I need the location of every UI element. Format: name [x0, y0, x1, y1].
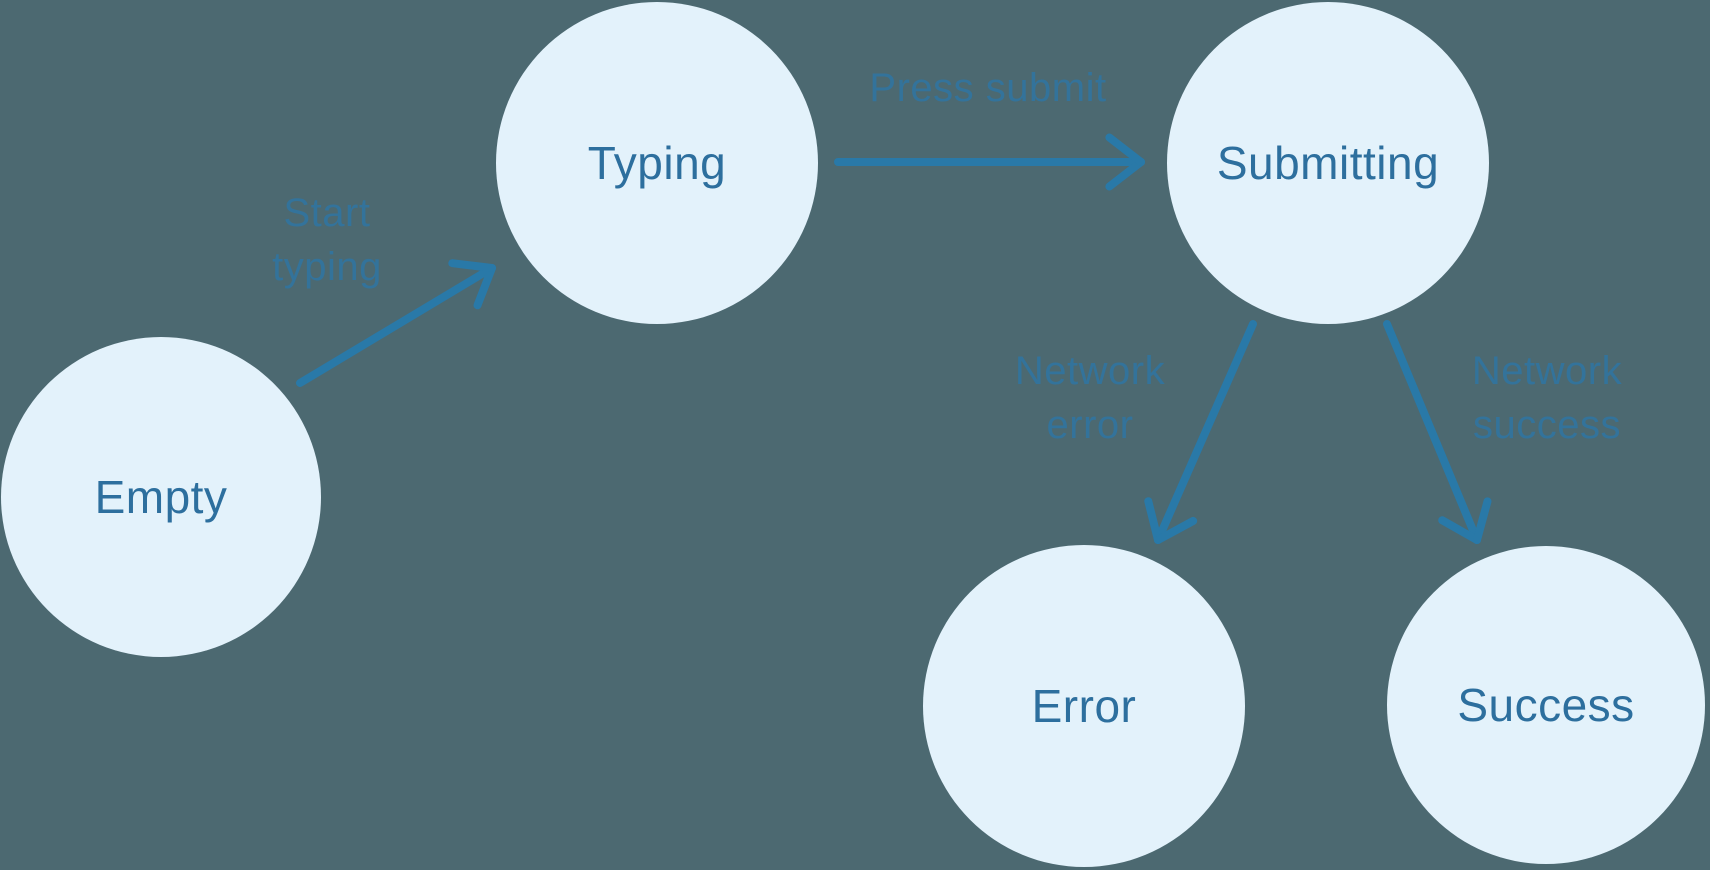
state-node-error: Error [923, 545, 1245, 867]
transition-label-line: success [1472, 403, 1621, 447]
arrowhead-wing [1154, 516, 1198, 544]
arrowhead-wing [1105, 133, 1145, 166]
transition-label-line: Network [1471, 349, 1623, 393]
state-node-submitting: Submitting [1167, 2, 1489, 324]
state-node-empty: Empty [1, 337, 321, 657]
arrowhead-wing [1144, 497, 1162, 544]
transition-label-start-typing: Start typing [272, 186, 382, 294]
arrow-shaft [1383, 320, 1481, 544]
state-node-success: Success [1387, 546, 1705, 864]
state-label-submitting: Submitting [1216, 137, 1440, 189]
transition-label-line: typing [272, 245, 382, 289]
state-label-error: Error [1031, 680, 1137, 732]
arrowhead-wing [1473, 497, 1492, 544]
transition-label-line: Press submit [869, 66, 1107, 110]
arrowhead-wing [1105, 158, 1145, 191]
state-node-typing: Typing [496, 2, 818, 324]
transition-label-line: Start [283, 191, 371, 235]
arrow-shaft [1154, 320, 1257, 544]
arrowhead-wing [448, 259, 496, 272]
transition-arrow-press-submit [834, 133, 1145, 191]
transition-label-line: Network [1014, 349, 1166, 393]
transition-label-line: error [1046, 403, 1134, 447]
transition-label-network-error: Network error [1015, 344, 1165, 452]
state-label-success: Success [1457, 679, 1635, 731]
arrowhead-wing [473, 264, 496, 310]
state-label-typing: Typing [587, 137, 727, 189]
transition-label-network-success: Network success [1472, 344, 1622, 452]
arrowhead-wing [1438, 516, 1481, 544]
state-label-empty: Empty [94, 471, 228, 523]
transition-label-press-submit: Press submit [869, 61, 1106, 115]
